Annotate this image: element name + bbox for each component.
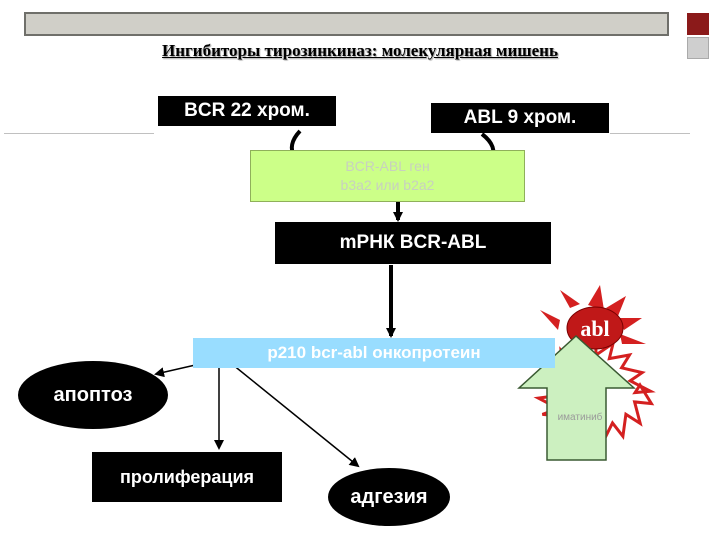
- gene-box-line1: BCR-ABL ген: [345, 158, 430, 174]
- bcr-abl-gene-box: BCR-ABL ген b3a2 или b2a2: [250, 150, 525, 202]
- apoptosis-ellipse: апоптоз: [18, 361, 168, 429]
- proliferation-box: пролиферация: [92, 452, 282, 502]
- onco-to-adhesion-arrow: [221, 355, 360, 468]
- header-accent-square-grey: [687, 37, 709, 59]
- drug-label: иматиниб: [557, 412, 603, 423]
- abl-target-circle: [566, 306, 624, 350]
- slide-title: Ингибиторы тирозинкиназ: молекулярная ми…: [162, 41, 558, 60]
- abl-chromosome-box: ABL 9 хром.: [431, 103, 609, 133]
- adhesion-ellipse: адгезия: [328, 468, 450, 526]
- oncoprotein-box: p210 bcr-abl онкопротеин: [193, 338, 555, 368]
- divider-right: [610, 133, 690, 134]
- header-accent-square: [687, 13, 709, 35]
- abl-target-label: abl: [580, 316, 610, 341]
- mrna-box: mРНК BCR-ABL: [275, 222, 551, 264]
- bcr-chromosome-box: BCR 22 хром.: [158, 96, 336, 126]
- gene-box-line2: b3a2 или b2a2: [340, 177, 435, 193]
- header-bar: [24, 12, 669, 36]
- divider-left: [4, 133, 154, 134]
